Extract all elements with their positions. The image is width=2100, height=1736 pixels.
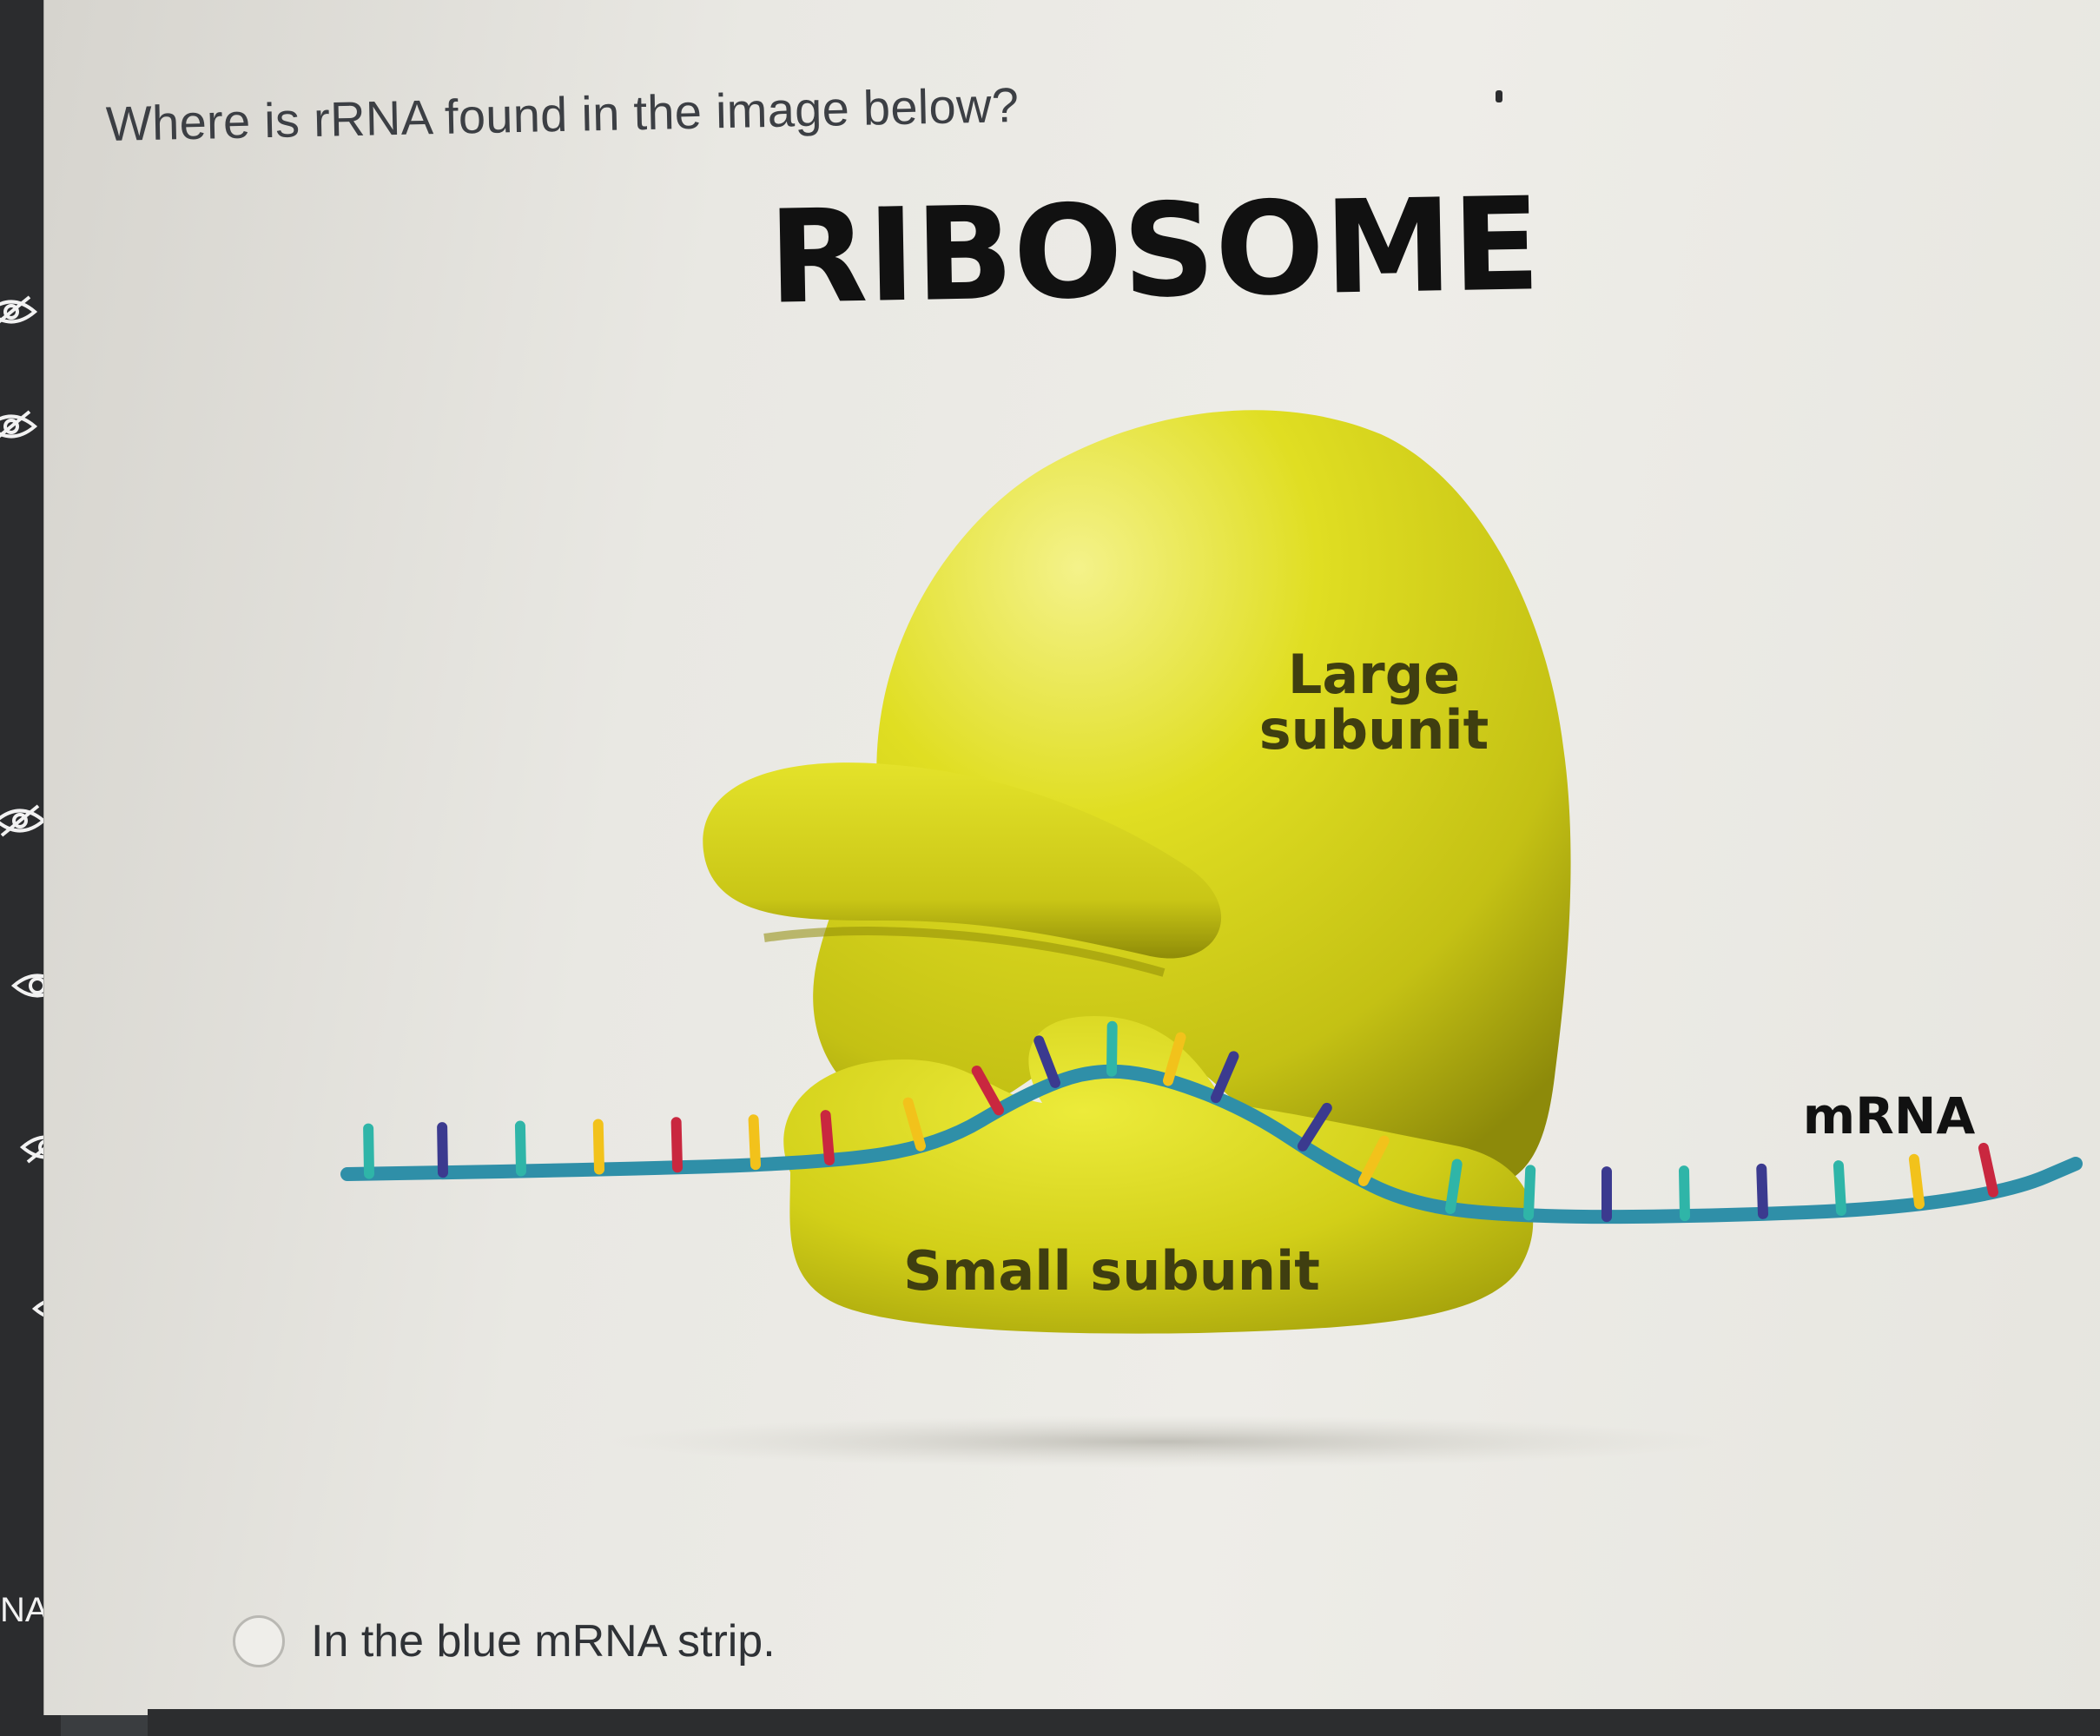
large-subunit-lip-groove — [763, 927, 1166, 977]
mrna-base — [902, 1097, 926, 1152]
mrna-base — [1298, 1102, 1332, 1152]
ribosome-figure: RIBOSOME Large subunit Small subunit mRN… — [330, 156, 2100, 1494]
figure-title: RIBOSOME — [767, 169, 1541, 332]
answer-label: In the blue mRNA strip. — [311, 1616, 776, 1667]
mrna-base — [1908, 1153, 1925, 1210]
mrna-base — [1033, 1035, 1060, 1088]
large-subunit-label-line1: Large — [1288, 643, 1460, 706]
answer-option[interactable]: In the blue mRNA strip. — [233, 1611, 776, 1672]
mrna-base — [363, 1123, 374, 1179]
mrna-base — [1756, 1163, 1768, 1219]
mrna-base — [1211, 1051, 1239, 1104]
bottom-bar — [148, 1709, 2100, 1736]
eye-slash-icon[interactable] — [0, 802, 47, 839]
mrna-base — [1106, 1020, 1118, 1077]
eye-slash-icon[interactable] — [0, 408, 38, 445]
mrna-base — [437, 1122, 448, 1178]
mrna-base — [820, 1110, 835, 1165]
mrna-base — [592, 1119, 604, 1175]
screen-speck — [1496, 90, 1502, 102]
small-subunit-label: Small subunit — [903, 1239, 1320, 1303]
mrna-label: mRNA — [1803, 1086, 1976, 1145]
mrna-strand — [340, 1020, 2083, 1224]
na-label: NA — [0, 1591, 49, 1629]
mrna-base — [971, 1065, 1004, 1116]
mrna-base — [1445, 1158, 1463, 1214]
mrna-base — [748, 1114, 761, 1171]
mrna-base — [1679, 1165, 1690, 1222]
eye-slash-icon[interactable] — [0, 294, 38, 330]
small-subunit-shape — [783, 1016, 1534, 1334]
mrna-base — [1978, 1142, 1998, 1198]
large-subunit-label-line2: subunit — [1259, 698, 1489, 762]
large-subunit-lip — [703, 762, 1222, 959]
mrna-base — [1833, 1160, 1846, 1217]
mrna-base — [1163, 1032, 1186, 1086]
ribosome-shadow — [608, 1416, 1720, 1468]
mrna-base — [514, 1120, 526, 1177]
answer-radio[interactable] — [233, 1615, 285, 1667]
mrna-base — [1523, 1165, 1536, 1221]
mrna-base — [1358, 1135, 1390, 1186]
large-subunit-shape — [813, 410, 1571, 1198]
